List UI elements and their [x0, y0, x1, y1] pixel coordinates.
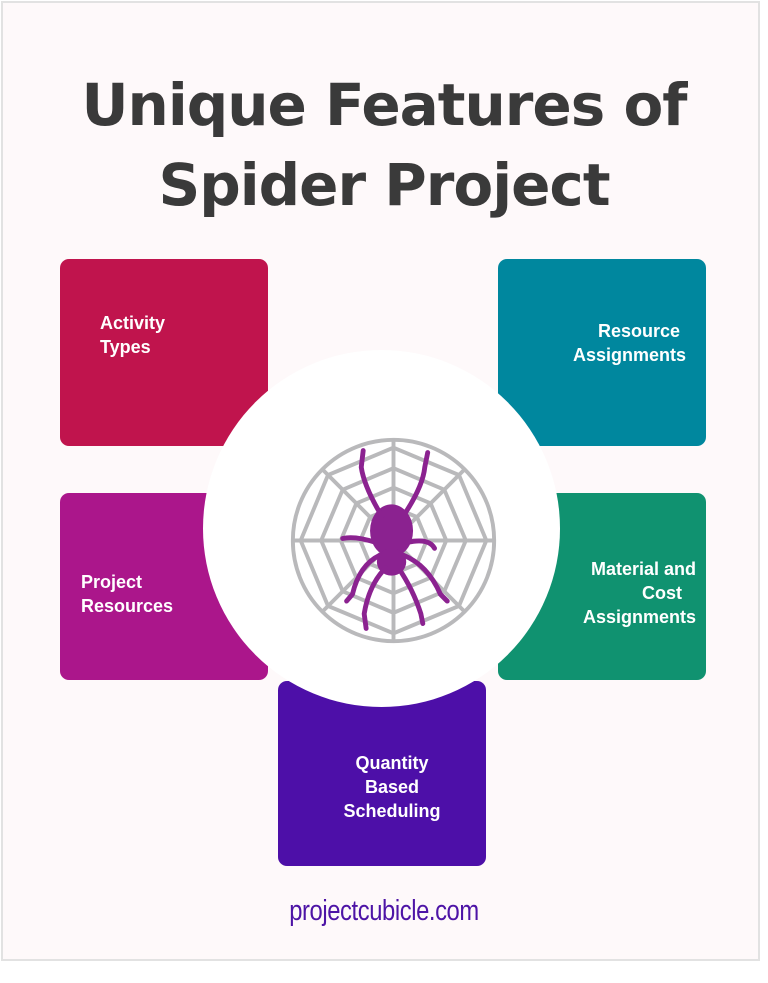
- feature-label: Resource Assignments: [572, 321, 686, 365]
- feature-card-activity-types: Activity Types: [60, 259, 268, 446]
- title-line-1: Unique Features of: [81, 71, 687, 139]
- feature-label: Quantity Based Scheduling: [343, 753, 441, 821]
- feature-label: Material and Cost Assignments: [582, 559, 696, 627]
- feature-label: Project Resources: [81, 572, 174, 616]
- page-title: Unique Features of Spider Project: [3, 65, 765, 225]
- footer-website: projectcubicle.com: [289, 895, 479, 927]
- feature-label: Activity Types: [100, 313, 166, 357]
- feature-card-quantity-based-scheduling: Quantity Based Scheduling: [278, 681, 486, 866]
- spider-web-icon: [290, 437, 497, 644]
- title-line-2: Spider Project: [158, 151, 610, 219]
- feature-card-resource-assignments: Resource Assignments: [498, 259, 706, 446]
- infographic-canvas: Unique Features of Spider Project Activi…: [1, 1, 760, 961]
- spider-icon: [340, 448, 450, 631]
